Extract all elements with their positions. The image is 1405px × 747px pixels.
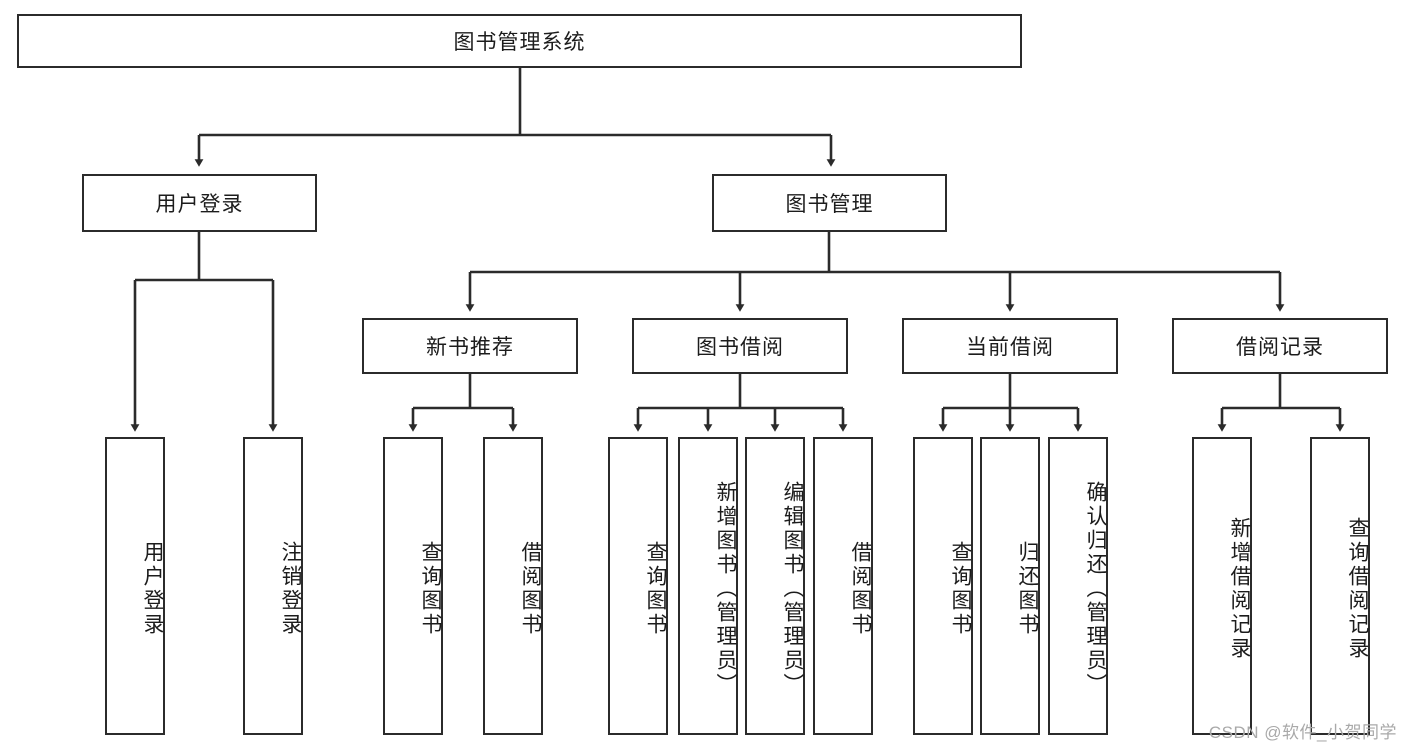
node-leaf-query-book-1-label: 查询图书 <box>419 541 442 637</box>
node-leaf-edit-book-label: 编辑图书（管理员） <box>781 481 804 697</box>
watermark: CSDN @软件_小贺同学 <box>1208 723 1397 742</box>
node-leaf-add-book-label: 新增图书（管理员） <box>714 481 737 697</box>
node-book-manage[interactable]: 图书管理 <box>712 174 947 232</box>
node-leaf-borrow-book-2[interactable]: 借阅图书 <box>813 437 873 735</box>
node-current-borrow-label: 当前借阅 <box>966 336 1054 359</box>
node-book-borrow[interactable]: 图书借阅 <box>632 318 848 374</box>
node-leaf-query-record[interactable]: 查询借阅记录 <box>1310 437 1370 735</box>
node-borrow-record[interactable]: 借阅记录 <box>1172 318 1388 374</box>
node-leaf-edit-book[interactable]: 编辑图书（管理员） <box>745 437 805 735</box>
node-leaf-borrow-book-1-label: 借阅图书 <box>519 541 542 637</box>
node-leaf-query-book-3-label: 查询图书 <box>949 541 972 637</box>
node-leaf-query-book-2-label: 查询图书 <box>644 541 667 637</box>
node-user-login-label: 用户登录 <box>155 193 244 216</box>
node-leaf-add-record[interactable]: 新增借阅记录 <box>1192 437 1252 735</box>
node-leaf-logout-label: 注销登录 <box>279 541 302 637</box>
node-book-manage-label: 图书管理 <box>785 193 874 216</box>
node-leaf-return-book[interactable]: 归还图书 <box>980 437 1040 735</box>
node-new-book-recommend[interactable]: 新书推荐 <box>362 318 578 374</box>
node-borrow-record-label: 借阅记录 <box>1236 336 1324 359</box>
node-leaf-return-book-label: 归还图书 <box>1016 541 1039 637</box>
node-leaf-confirm-return[interactable]: 确认归还（管理员） <box>1048 437 1108 735</box>
node-leaf-confirm-return-label: 确认归还（管理员） <box>1084 481 1107 697</box>
node-root-label: 图书管理系统 <box>453 31 586 54</box>
node-leaf-logout[interactable]: 注销登录 <box>243 437 303 735</box>
node-user-login[interactable]: 用户登录 <box>82 174 317 232</box>
node-leaf-add-record-label: 新增借阅记录 <box>1228 517 1251 661</box>
node-new-book-recommend-label: 新书推荐 <box>426 336 514 359</box>
node-leaf-add-book[interactable]: 新增图书（管理员） <box>678 437 738 735</box>
node-leaf-query-record-label: 查询借阅记录 <box>1346 517 1369 661</box>
node-leaf-query-book-1[interactable]: 查询图书 <box>383 437 443 735</box>
node-leaf-borrow-book-1[interactable]: 借阅图书 <box>483 437 543 735</box>
node-leaf-user-login[interactable]: 用户登录 <box>105 437 165 735</box>
node-book-borrow-label: 图书借阅 <box>696 336 784 359</box>
node-root[interactable]: 图书管理系统 <box>17 14 1022 68</box>
node-leaf-borrow-book-2-label: 借阅图书 <box>849 541 872 637</box>
node-leaf-user-login-label: 用户登录 <box>141 541 164 637</box>
node-leaf-query-book-2[interactable]: 查询图书 <box>608 437 668 735</box>
node-current-borrow[interactable]: 当前借阅 <box>902 318 1118 374</box>
node-leaf-query-book-3[interactable]: 查询图书 <box>913 437 973 735</box>
